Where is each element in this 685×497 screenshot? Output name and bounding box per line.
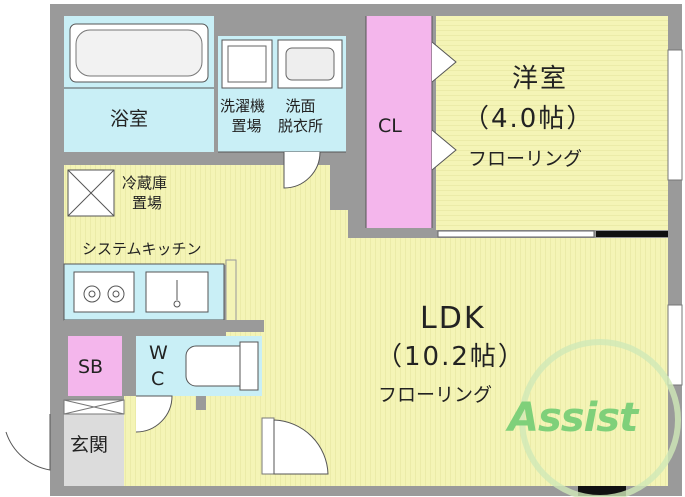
western-room-size: （4.0帖）	[463, 104, 595, 134]
bath-label: 浴室	[110, 108, 149, 130]
western-room-name: 洋室	[512, 64, 569, 94]
kitchen-label: システムキッチン	[82, 240, 202, 258]
ldk-door	[273, 419, 329, 475]
washroom-label: 洗面 脱衣所	[278, 97, 324, 135]
ldk-size: （10.2帖）	[376, 342, 526, 372]
entrance-door	[5, 414, 51, 471]
window-right-upper	[667, 49, 683, 181]
fridge-space-label: 冷蔵庫 置場	[122, 174, 168, 212]
sliding-door	[437, 230, 595, 238]
ldk-floor-type: フローリング	[378, 384, 493, 406]
window-right-lower	[667, 304, 683, 386]
toilet-label-w: W	[149, 342, 168, 364]
washroom-door	[283, 151, 321, 189]
toilet-label-c: C	[151, 368, 165, 390]
entrance-label: 玄関	[70, 434, 109, 456]
toilet-door	[135, 395, 173, 433]
closet-area	[366, 16, 432, 228]
watermark-emblem	[519, 339, 681, 497]
washing-machine	[221, 39, 273, 89]
washer-space-label: 洗濯機 置場	[220, 97, 266, 135]
stove	[73, 271, 135, 313]
entrance-floor	[64, 414, 124, 486]
assist-watermark: Assist	[508, 395, 638, 441]
storage-label: SB	[78, 356, 104, 378]
storage-box	[68, 336, 122, 396]
western-room-floor	[436, 16, 668, 230]
bathtub-inner	[75, 29, 203, 77]
closet-label: CL	[378, 115, 402, 137]
western-room-floor-type: フローリング	[468, 148, 583, 170]
ldk-name: LDK	[420, 301, 486, 336]
